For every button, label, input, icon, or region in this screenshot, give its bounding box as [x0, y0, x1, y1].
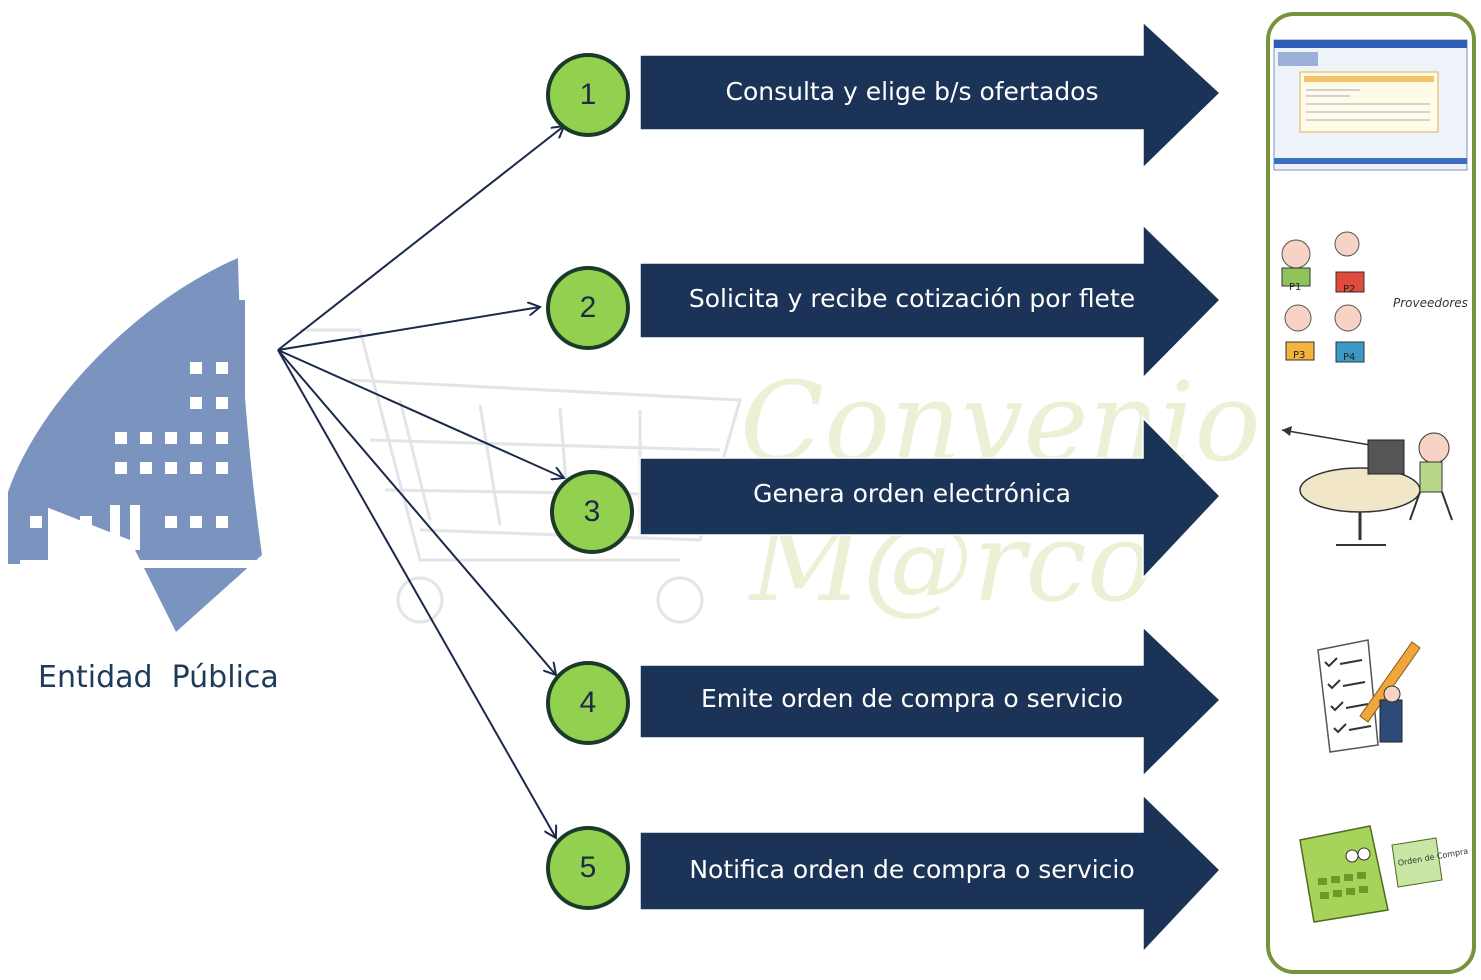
provider-tag-4: P4: [1343, 352, 1355, 363]
arrow-step-5: [639, 793, 1222, 954]
building-icon: [8, 258, 262, 632]
provider-tag-3: P3: [1293, 350, 1305, 361]
arrow-step-4: [639, 625, 1222, 778]
checklist-icon: [1317, 639, 1421, 753]
step-2-label: Solicita y recibe cotización por flete: [688, 284, 1136, 313]
step-5-label: Notifica orden de compra o servicio: [689, 855, 1135, 884]
provider-tag-1: P1: [1289, 282, 1301, 293]
browser-screenshot-thumbnail: [1273, 39, 1468, 171]
arrow-step-1: [639, 20, 1222, 170]
connector-2: [277, 307, 540, 351]
step-5-number: 5: [546, 826, 630, 910]
entity-label: Entidad Pública: [38, 660, 279, 695]
provider-tag-2: P2: [1343, 284, 1355, 295]
providers-icon: [1281, 231, 1365, 363]
step-4-number: 4: [546, 661, 630, 745]
connector-5: [277, 349, 556, 838]
step-1-number: 1: [546, 53, 630, 137]
connector-3: [277, 349, 564, 478]
connector-4: [277, 349, 556, 675]
cart-wheel: [396, 576, 444, 624]
step-1-label: Consulta y elige b/s ofertados: [725, 77, 1099, 106]
step-3-label: Genera orden electrónica: [753, 479, 1071, 508]
illustration-panel: [1266, 12, 1476, 974]
connector-1: [277, 126, 564, 351]
step-3-number: 3: [550, 470, 634, 554]
providers-label: Proveedores: [1393, 296, 1468, 310]
cart-outline: [300, 328, 680, 562]
step-4-label: Emite orden de compra o servicio: [700, 684, 1124, 713]
person-at-computer-icon: [1281, 426, 1453, 546]
step-2-number: 2: [546, 266, 630, 350]
purchase-order-icon: [1299, 825, 1443, 923]
arrow-step-2: [639, 223, 1222, 380]
arrow-step-3: [639, 416, 1222, 580]
